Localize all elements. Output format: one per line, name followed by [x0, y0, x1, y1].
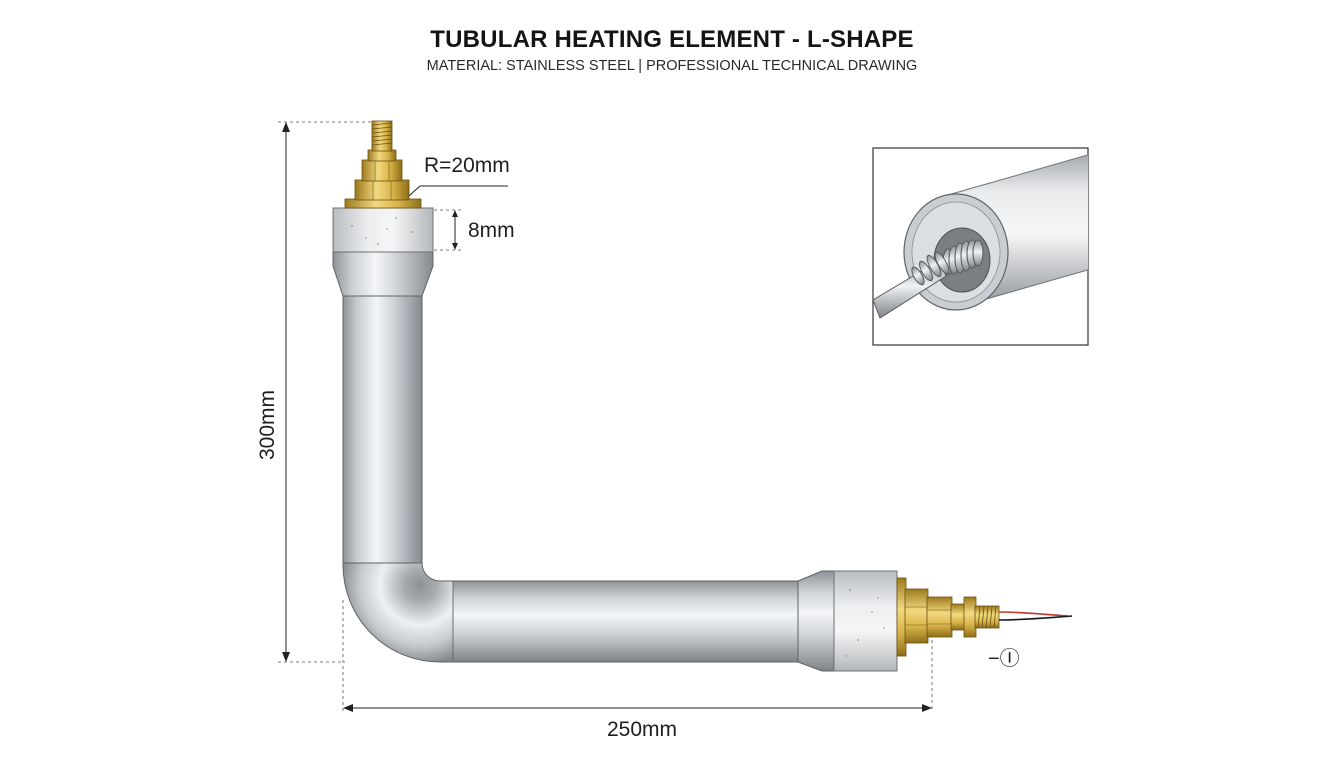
top-ceramic-insulator	[332, 207, 434, 253]
horizontal-length-label: 250mm	[607, 718, 677, 741]
top-collar	[332, 249, 434, 297]
right-brass-terminal	[896, 577, 1000, 657]
right-collar	[797, 570, 837, 672]
drawing-title: TUBULAR HEATING ELEMENT - L-SHAPE	[430, 26, 914, 53]
lead-wire-red	[998, 611, 1069, 617]
right-ceramic-insulator	[833, 570, 898, 672]
tube-bend	[342, 562, 454, 663]
ground-marker-symbol: −Ⓘ	[988, 647, 1020, 670]
horizontal-tube	[452, 580, 799, 663]
heating-element	[332, 120, 1073, 672]
vertical-length-label: 300mm	[256, 390, 279, 460]
horizontal-dimension: 250mm	[342, 600, 933, 741]
top-brass-terminal	[344, 120, 422, 209]
vertical-tube	[342, 295, 423, 564]
bend-radius-label: R=20mm	[424, 154, 510, 177]
vertical-dimension: 300mm	[256, 121, 372, 663]
terminal-length-label: 8mm	[468, 219, 515, 242]
drawing-subtitle: MATERIAL: STAINLESS STEEL | PROFESSIONAL…	[426, 58, 918, 74]
bend-radius-callout: R=20mm	[399, 154, 510, 205]
cross-section-inset	[872, 147, 1089, 346]
lead-wire-black	[998, 615, 1073, 621]
